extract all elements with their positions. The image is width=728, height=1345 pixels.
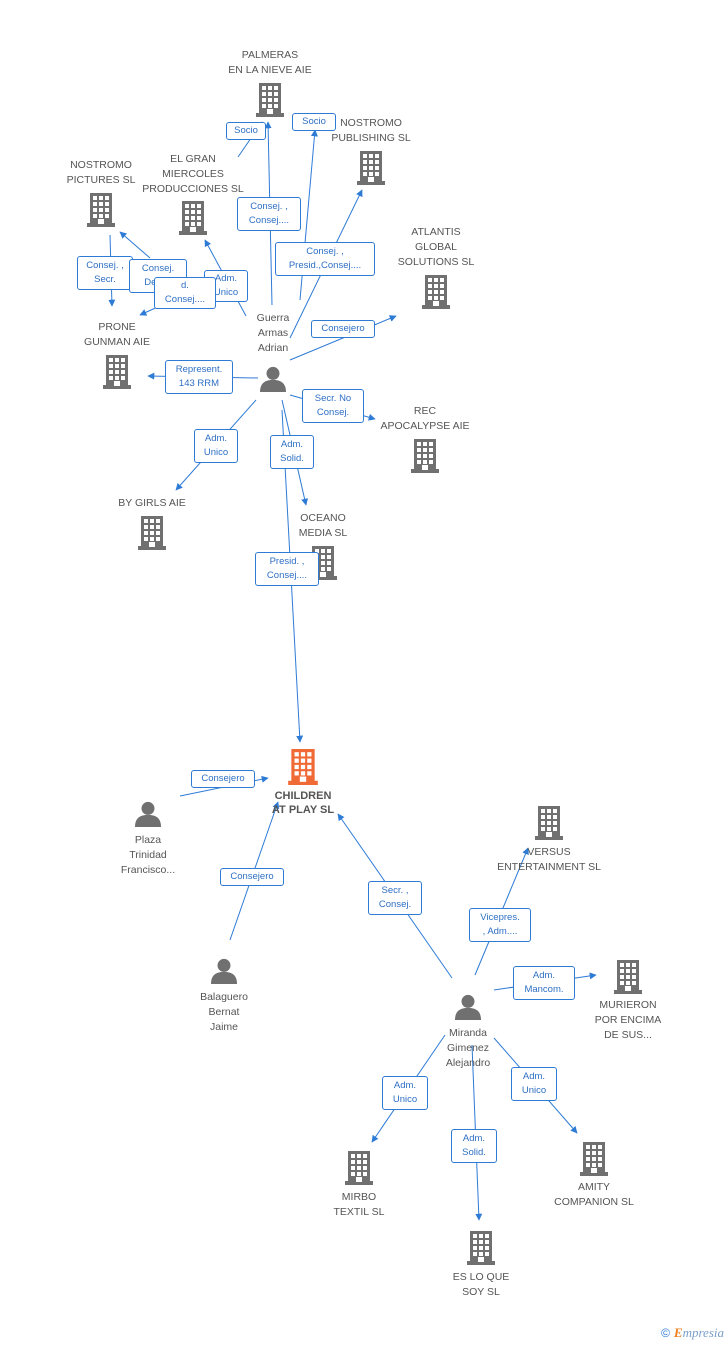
edge-label-miranda-to-murieron[interactable]: Adm.Mancom.: [513, 966, 575, 1000]
edge-guerra-to-nostromo_pic: [119, 231, 151, 259]
edge-label-guerra-to-children[interactable]: Presid. ,Consej....: [255, 552, 319, 586]
building-icon-murieron[interactable]: [614, 960, 642, 994]
edge-label-guerra-to-nostromo_pub[interactable]: Consej. ,Presid.,Consej....: [275, 242, 375, 276]
edge-label-guerra-to-oceano[interactable]: Adm.Solid.: [270, 435, 314, 469]
edge-label-text: Consej. ,Consej....: [248, 201, 290, 226]
building-icon-atlantis[interactable]: [422, 275, 450, 309]
edge-label-miranda-to-eslo[interactable]: Adm.Solid.: [451, 1129, 497, 1163]
edge-label-balaguero-to-children[interactable]: Consejero: [220, 868, 284, 886]
building-icon-palmeras[interactable]: [256, 83, 284, 117]
person-icon-miranda[interactable]: [455, 994, 481, 1020]
person-icon-balaguero[interactable]: [211, 958, 237, 984]
edge-label-guerra-to-prone[interactable]: d.Consej....: [154, 277, 216, 309]
edge-label-text: Consej. ,Secr.: [86, 260, 124, 285]
edge-label-text: Adm.Unico: [521, 1071, 547, 1096]
footer-brand[interactable]: © Empresia: [661, 1325, 724, 1341]
building-icon-gran_miercoles[interactable]: [179, 201, 207, 235]
edge-label-miranda-to-mirbo[interactable]: Adm.Unico: [382, 1076, 428, 1110]
building-icon-bygirls[interactable]: [138, 516, 166, 550]
edge-label-text: Socio: [302, 116, 326, 127]
edge-label-text: d.Consej....: [164, 280, 206, 305]
edge-label-text: Adm.Solid.: [462, 1133, 486, 1158]
edge-label-miranda-to-versus[interactable]: Vicepres., Adm....: [469, 908, 531, 942]
edge-label-guerra-to-prone[interactable]: Represent.143 RRM: [165, 360, 233, 394]
person-icon-guerra[interactable]: [260, 366, 286, 392]
edge-label-guerra-to-nostromo_pic[interactable]: Consej. ,Secr.: [77, 256, 133, 290]
edge-label-text: Consejero: [321, 323, 365, 334]
building-icon-amity[interactable]: [580, 1142, 608, 1176]
edge-label-text: Consejero: [230, 871, 274, 882]
edge-label-plaza-to-children[interactable]: Consejero: [191, 770, 255, 788]
edge-label-text: Represent.143 RRM: [175, 364, 223, 389]
edge-label-text: Adm.Unico: [213, 273, 239, 298]
building-icon-mirbo[interactable]: [345, 1151, 373, 1185]
edge-label-text: Vicepres., Adm....: [480, 912, 520, 937]
edge-label-text: Socio: [234, 125, 258, 136]
edge-label-guerra-to-nostromo_pub[interactable]: Socio: [292, 113, 336, 131]
copyright-icon: ©: [661, 1326, 670, 1340]
edge-label-text: Adm.Unico: [203, 433, 229, 458]
building-icon-nostromo_pic[interactable]: [87, 193, 115, 227]
empresia-logo: Empresia: [673, 1325, 724, 1340]
edge-label-text: Adm.Unico: [392, 1080, 418, 1105]
edge-label-text: Secr. ,Consej.: [378, 885, 412, 910]
edge-label-text: Consejero: [201, 773, 245, 784]
person-icon-plaza[interactable]: [135, 801, 161, 827]
building-icon-rec[interactable]: [411, 439, 439, 473]
building-icon-prone[interactable]: [103, 355, 131, 389]
edge-label-guerra-to-bygirls[interactable]: Adm.Unico: [194, 429, 238, 463]
edge-label-miranda-to-children[interactable]: Secr. ,Consej.: [368, 881, 422, 915]
node-label-bygirls[interactable]: BY GIRLS AIE: [118, 497, 186, 509]
edge-label-guerra-to-palmeras[interactable]: Socio: [226, 122, 266, 140]
building-icon-versus[interactable]: [535, 806, 563, 840]
edge-label-miranda-to-amity[interactable]: Adm.Unico: [511, 1067, 557, 1101]
edge-label-guerra-to-atlantis[interactable]: Consejero: [311, 320, 375, 338]
building-icon-eslo[interactable]: [467, 1231, 495, 1265]
edge-label-text: Adm.Mancom.: [524, 970, 564, 995]
edge-label-guerra-to-palmeras[interactable]: Consej. ,Consej....: [237, 197, 301, 231]
building-icon-children[interactable]: [288, 749, 318, 785]
building-icon-nostromo_pub[interactable]: [357, 151, 385, 185]
edge-label-text: Presid. ,Consej....: [266, 556, 308, 581]
edge-label-text: Adm.Solid.: [280, 439, 304, 464]
edge-label-text: Consej. ,Presid.,Consej....: [288, 246, 362, 271]
edge-guerra-to-atlantis: [289, 315, 397, 361]
